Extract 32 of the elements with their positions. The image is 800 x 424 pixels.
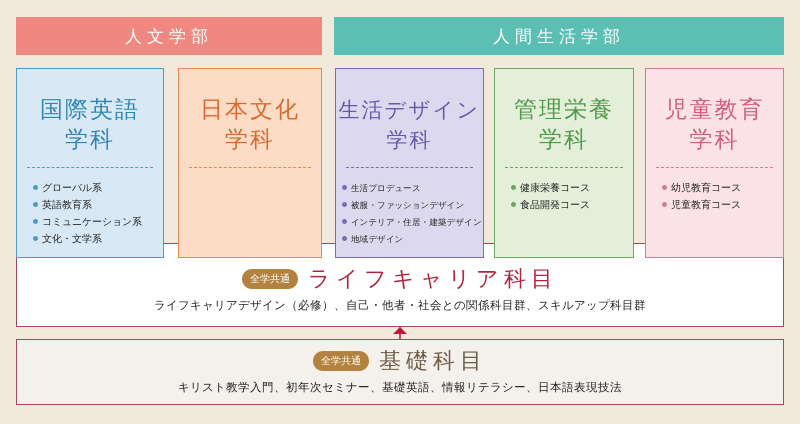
department-title: 国際英語学科: [39, 96, 141, 155]
course-list-item: 食品開発コース: [511, 199, 590, 213]
course-list-item: 地域デザイン: [342, 233, 404, 247]
department-card: [16, 68, 164, 258]
department-title: 生活デザイン学科: [338, 97, 482, 154]
course-list-item: コミュニケーション系: [33, 216, 142, 230]
department-title: 管理栄養学科: [513, 96, 615, 155]
department-card: [494, 68, 634, 258]
course-list-item: 健康栄養コース: [511, 182, 590, 196]
subject-list: ライフキャリアデザイン（必修）、自己・他者・社会との関係科目群、スキルアップ科目群: [154, 298, 646, 313]
department-title: 日本文化学科: [199, 96, 301, 155]
department-card: [178, 68, 322, 258]
course-list-item: グローバル系: [33, 182, 102, 196]
course-list-item: 生活プロデュース: [342, 182, 421, 196]
course-list-item: 幼児教育コース: [662, 182, 741, 196]
department-card: [645, 68, 784, 258]
course-list-item: 児童教育コース: [662, 199, 741, 213]
common-subjects-panel: [16, 339, 784, 405]
badge: 全学共通: [313, 351, 369, 371]
faculty-banner: 人間生活学部: [334, 17, 784, 55]
course-list-item: 被服・ファッションデザイン: [342, 199, 464, 213]
course-list-item: 文化・文学系: [33, 233, 102, 247]
course-list-item: インテリア・住居・建築デザイン: [342, 216, 482, 230]
department-title: 児童教育学科: [664, 96, 766, 155]
course-list-item: 英語教育系: [33, 199, 92, 213]
arrow: [393, 327, 407, 339]
subject-group-title: ライフキャリア科目: [308, 266, 558, 294]
department-card: [335, 68, 484, 258]
subject-list: キリスト教学入門、初年次セミナー、基礎英語、情報リテラシー、日本語表現技法: [178, 380, 622, 395]
faculty-banner: 人文学部: [16, 17, 322, 55]
subject-group-title: 基礎科目: [379, 348, 487, 376]
badge: 全学共通: [242, 269, 298, 289]
